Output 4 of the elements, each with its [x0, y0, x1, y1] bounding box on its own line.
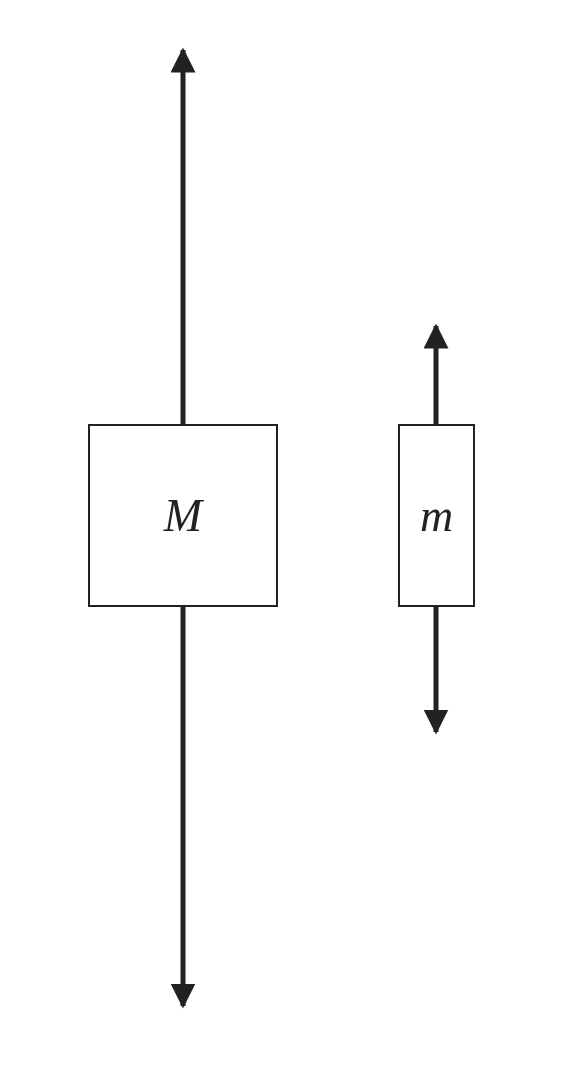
mass-symbol: m	[419, 489, 454, 542]
mass-block	[88, 424, 278, 607]
mass-block	[398, 424, 475, 607]
mass-symbol: M	[163, 489, 203, 542]
